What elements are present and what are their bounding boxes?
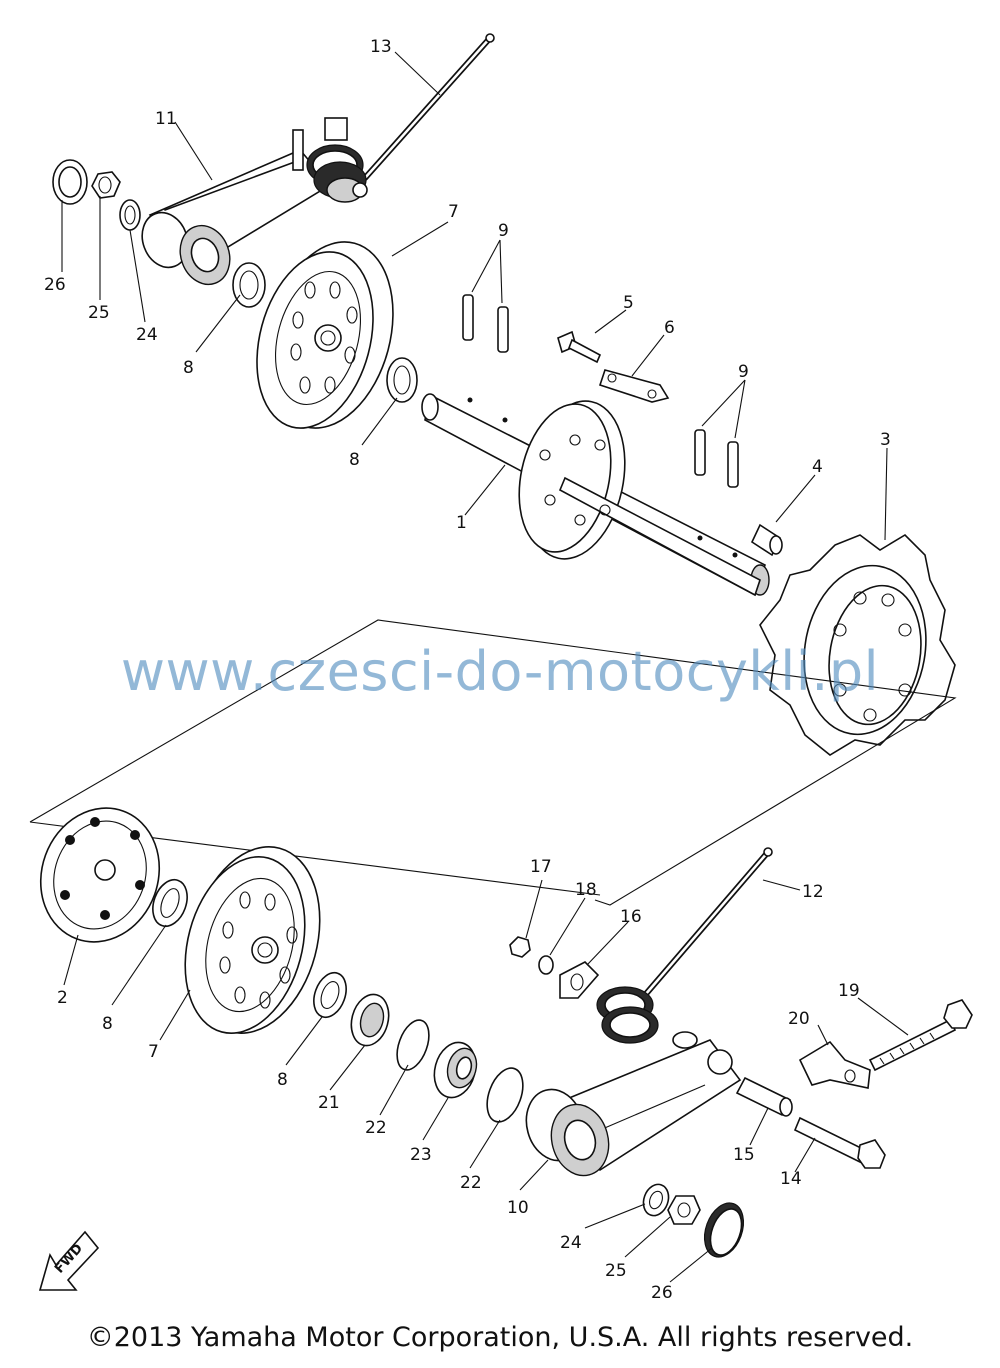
copyright-notice: ©2013 Yamaha Motor Corporation, U.S.A. A… [86, 1322, 914, 1353]
watermark-url: www.czesci-do-motocykli.pl [120, 640, 880, 703]
label-17: 17 [530, 857, 552, 877]
label-9-lower: 9 [738, 362, 749, 382]
bracket-16 [559, 961, 600, 999]
label-5: 5 [623, 293, 634, 313]
label-8-lower-b: 8 [277, 1070, 288, 1090]
label-10: 10 [507, 1198, 529, 1218]
bracket-20 [798, 1040, 871, 1089]
circlip-22-a [396, 1019, 430, 1071]
label-26-upper: 26 [44, 275, 66, 295]
label-24-lower: 24 [560, 1233, 582, 1253]
washer-8-upper-b [386, 357, 418, 403]
label-2: 2 [57, 988, 68, 1008]
bearing-23 [433, 1041, 478, 1099]
label-8-upper-b: 8 [349, 450, 360, 470]
label-23: 23 [410, 1145, 432, 1165]
washer-8-upper-a [232, 262, 266, 308]
bolt-19 [868, 999, 973, 1072]
pins-9-upper [462, 294, 509, 353]
label-21: 21 [318, 1093, 340, 1113]
washer-18 [538, 955, 554, 975]
arm-10 [525, 986, 742, 1177]
rod-13 [362, 33, 495, 181]
washer-24-lower [642, 1183, 670, 1217]
label-7-upper: 7 [448, 202, 459, 222]
fwd-arrow-icon: FWD [38, 1230, 100, 1291]
rod-12 [642, 847, 773, 998]
label-25-lower: 25 [605, 1261, 627, 1281]
label-13: 13 [370, 37, 392, 57]
arm-11 [141, 117, 368, 286]
pins-9-lower [694, 429, 739, 488]
nut-25-lower [667, 1195, 701, 1225]
circlip-22-b [486, 1067, 524, 1123]
label-16: 16 [620, 907, 642, 927]
label-11: 11 [155, 109, 177, 129]
label-3: 3 [880, 430, 891, 450]
label-4: 4 [812, 457, 823, 477]
sprocket-3 [759, 533, 956, 756]
label-22-a: 22 [365, 1118, 387, 1138]
washer-8-lower-a [152, 878, 188, 928]
cap-26-upper [52, 159, 88, 205]
plate-6 [598, 369, 670, 403]
cap-26-lower [703, 1202, 745, 1258]
shaft-1 [421, 393, 770, 597]
label-14: 14 [780, 1169, 802, 1189]
label-26-lower: 26 [651, 1283, 673, 1303]
label-22-b: 22 [460, 1173, 482, 1193]
label-8-lower-a: 8 [102, 1014, 113, 1034]
wheel-7-upper [256, 241, 394, 429]
nut-25-upper [91, 171, 121, 199]
label-7-lower: 7 [148, 1042, 159, 1062]
label-8-upper-a: 8 [183, 358, 194, 378]
washer-8-lower-b [313, 971, 347, 1019]
label-15: 15 [733, 1145, 755, 1165]
label-1: 1 [456, 513, 467, 533]
sleeve-15 [735, 1076, 793, 1117]
label-20: 20 [788, 1009, 810, 1029]
label-6: 6 [664, 318, 675, 338]
label-19: 19 [838, 981, 860, 1001]
wheel-7-lower [184, 846, 321, 1034]
part-labels: 13 11 7 9 26 25 24 8 8 5 6 9 3 4 1 2 8 7… [44, 37, 891, 1303]
label-9-upper: 9 [498, 221, 509, 241]
spacer-4 [750, 523, 783, 557]
label-25-upper: 25 [88, 303, 110, 323]
label-12: 12 [802, 882, 824, 902]
bolt-14 [793, 1116, 886, 1169]
bolt-5 [557, 330, 602, 364]
label-24-upper: 24 [136, 325, 158, 345]
leader-lines [61, 51, 909, 1283]
label-18: 18 [575, 880, 597, 900]
washer-24-upper [119, 199, 141, 231]
wheel-2 [39, 807, 161, 943]
nut-17 [509, 936, 531, 958]
seal-21 [350, 993, 390, 1047]
